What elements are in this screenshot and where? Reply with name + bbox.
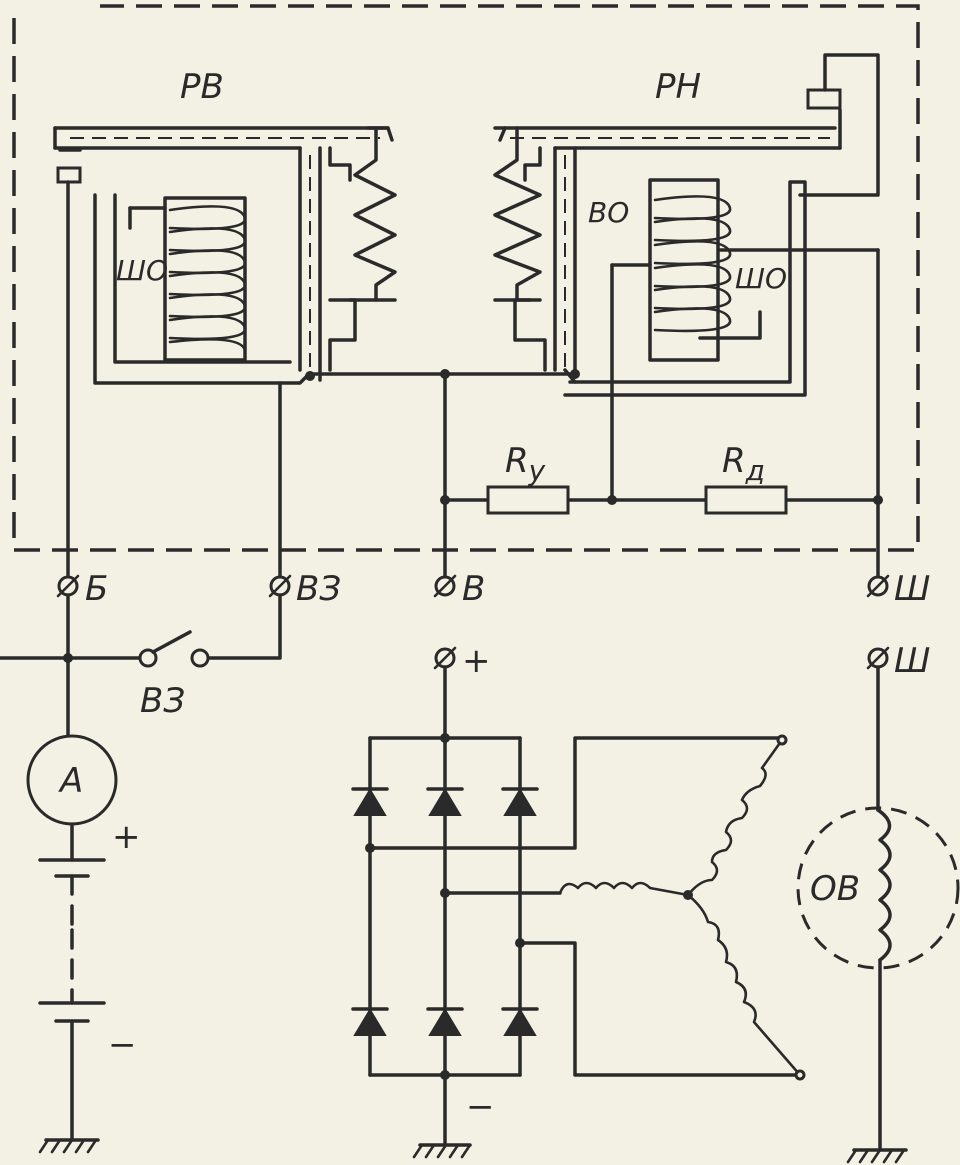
label-terminal-plus: +	[462, 641, 491, 681]
resistor-ry-main: R	[505, 441, 529, 481]
ground-left	[38, 1138, 100, 1154]
spring-right	[493, 126, 542, 302]
label-resistor-ry: Rу	[505, 441, 546, 487]
label-ammeter: А	[58, 761, 83, 801]
diode-lower-1	[351, 1007, 389, 1036]
diode-lower-3	[501, 1007, 539, 1036]
label-battery-plus: +	[112, 817, 141, 857]
terminal-sh-bottom	[866, 646, 890, 670]
contact-left	[56, 166, 82, 184]
label-terminal-b: Б	[85, 569, 108, 609]
ground-rectifier	[412, 1143, 472, 1159]
label-voltage-relay: РН	[655, 67, 701, 107]
voltage-relay	[493, 53, 880, 397]
label-main-winding: ВО	[588, 196, 629, 229]
label-shunt-winding-right: ШО	[735, 262, 787, 295]
label-resistor-rd: Rд	[722, 441, 765, 487]
current-relay	[53, 126, 397, 385]
resistor-ry-sub: у	[528, 454, 546, 487]
label-battery-minus: −	[108, 1025, 137, 1065]
regulator-wiring	[66, 180, 883, 580]
resistor-ry	[486, 485, 570, 515]
terminal-sh-top	[866, 574, 890, 598]
ground-field	[846, 1148, 908, 1164]
battery	[38, 858, 106, 1142]
spring-left	[353, 126, 397, 302]
terminal-vz	[268, 574, 292, 598]
resistor-rd-main: R	[722, 441, 746, 481]
terminal-plus	[433, 646, 457, 670]
label-terminal-v: В	[462, 569, 485, 609]
label-terminal-vz: ВЗ	[296, 569, 341, 609]
label-field-winding: ОВ	[810, 869, 860, 909]
terminals	[56, 574, 890, 670]
label-terminal-sh-top: Ш	[894, 569, 930, 609]
regulator-enclosure	[12, 4, 920, 552]
label-rectifier-minus: −	[466, 1087, 495, 1127]
terminal-b	[56, 574, 80, 598]
resistor-rd-sub: д	[745, 454, 765, 487]
diode-upper-3	[501, 787, 539, 816]
terminal-v	[433, 574, 457, 598]
ignition-switch	[138, 630, 210, 668]
label-current-relay: РВ	[180, 67, 224, 107]
resistor-rd	[704, 485, 788, 515]
diode-upper-2	[426, 787, 464, 816]
label-shunt-winding-left: ШО	[116, 254, 168, 287]
rectifier-bridge	[351, 665, 802, 1159]
stator-winding	[558, 734, 806, 1081]
diode-upper-1	[351, 787, 389, 816]
diode-lower-2	[426, 1007, 464, 1036]
label-ignition-switch: ВЗ	[140, 681, 185, 721]
external-left-circuit	[0, 593, 282, 1154]
label-terminal-sh-bottom: Ш	[894, 641, 930, 681]
field-winding	[796, 665, 960, 1164]
